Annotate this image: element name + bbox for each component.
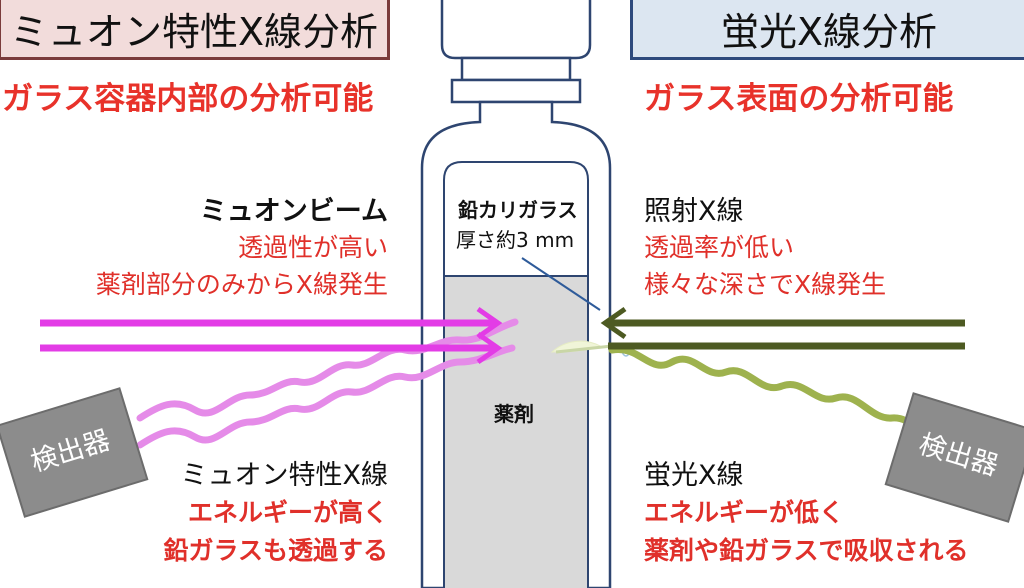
bottle-inner-wall [443, 161, 589, 588]
right-detector-box [884, 392, 1024, 523]
left-title: ミュオン特性X線分析 [9, 10, 379, 54]
muon-beam-arrow-1 [40, 306, 503, 340]
xray-beam-arrow-1 [600, 306, 965, 340]
muon-xray-desc-1: エネルギーが高く [187, 498, 388, 527]
muon-beam-label: ミュオンビーム [199, 196, 388, 227]
left-subtitle: ガラス容器内部の分析可能 [2, 81, 374, 117]
drug-label: 薬剤 [494, 402, 534, 426]
right-title: 蛍光X線分析 [720, 10, 938, 54]
thickness-pointer [521, 257, 601, 311]
muon-xray-desc-2: 鉛ガラスも透過する [163, 536, 388, 565]
xray-beam-label: 照射X線 [644, 196, 744, 227]
thickness-label: 厚さ約3 mm [456, 228, 575, 252]
right-subtitle: ガラス表面の分析可能 [644, 81, 954, 117]
xray-beam-desc-1: 透過率が低い [644, 233, 795, 262]
muon-xray-wave-1 [136, 318, 519, 422]
fluorescent-xray-desc-1: エネルギーが低く [644, 498, 845, 527]
muon-beam-arrow-2 [40, 331, 503, 365]
fluorescent-xray-label: 蛍光X線 [644, 460, 744, 491]
fluorescent-ray [555, 344, 613, 354]
glass-label: 鉛カリガラス [458, 198, 578, 222]
xray-beam-desc-2: 様々な深さでX線発生 [644, 270, 887, 299]
right-title-box: 蛍光X線分析 [630, 0, 1024, 60]
left-detector-box [0, 387, 149, 518]
muon-xray-wave-2 [136, 344, 516, 449]
muon-beam-desc-2: 薬剤部分のみからX線発生 [95, 270, 388, 299]
bottle-cap [440, 0, 592, 104]
fluorescent-xray-desc-2: 薬剤や鉛ガラスで吸収される [644, 536, 969, 565]
left-title-box: ミュオン特性X線分析 [0, 0, 390, 60]
drug-content [445, 276, 587, 588]
fluorescent-xray-wave [608, 345, 922, 434]
muon-beam-desc-1: 透過性が高い [237, 233, 388, 262]
muon-xray-label: ミュオン特性X線 [180, 460, 389, 491]
